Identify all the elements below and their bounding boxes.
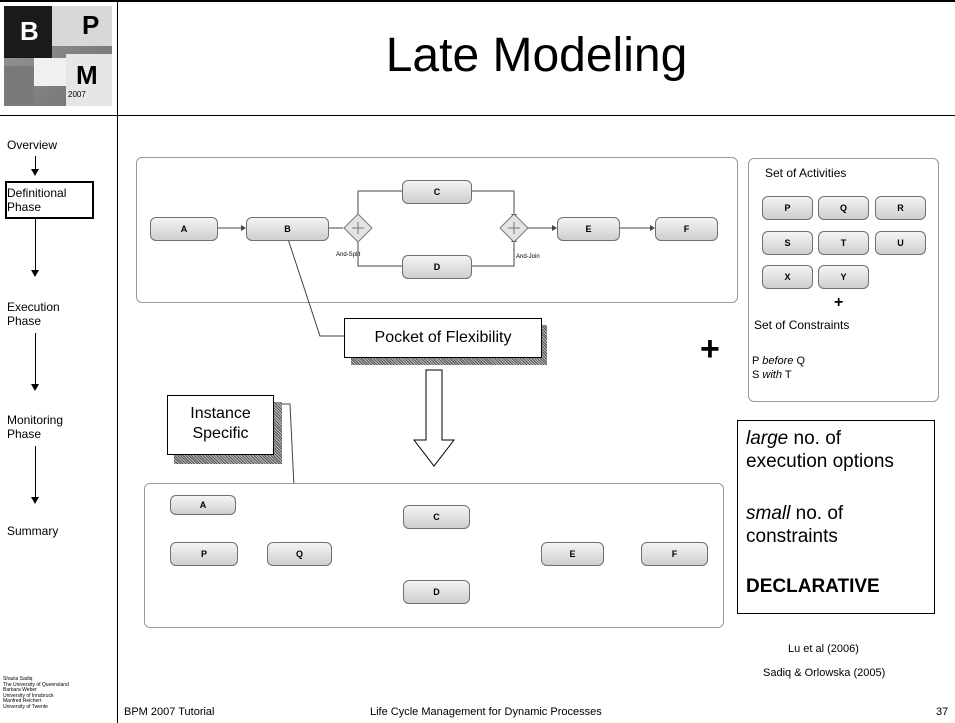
info-small: small	[746, 503, 791, 524]
info-line-1: large no. of	[746, 428, 841, 450]
logo-letter-b: B	[20, 16, 39, 46]
instance-line2: Specific	[192, 425, 249, 442]
info-line-3: small no. of	[746, 503, 843, 525]
nav-current-highlight	[5, 181, 94, 219]
constraint-2-op: with	[762, 369, 782, 381]
bpm-logo: B P M 2007	[4, 6, 112, 106]
constraint-1-a: P	[752, 355, 760, 367]
credit-line: The University of Queensland	[3, 681, 69, 688]
constraint-1-b: Q	[796, 355, 806, 367]
credit-line: Barbara Weber	[3, 687, 37, 694]
pocket-of-flexibility-label: Pocket of Flexibility	[344, 318, 542, 358]
activity-p: P	[170, 542, 238, 566]
constraints-title: Set of Constraints	[754, 318, 850, 332]
activity-r: R	[875, 196, 926, 220]
arrow-down-icon	[31, 270, 39, 277]
arrow-down-icon	[31, 384, 39, 391]
constraint-1-op: before	[762, 355, 794, 367]
and-split-label: And-Split	[336, 252, 361, 258]
nav-definitional-phase: Definitional Phase	[7, 186, 66, 214]
activity-f: F	[641, 542, 708, 566]
footer-center: Life Cycle Management for Dynamic Proces…	[370, 706, 602, 718]
sidebar-divider	[117, 0, 118, 723]
nav-execution-phase: Execution Phase	[7, 300, 60, 328]
reference-1: Lu et al (2006)	[788, 643, 859, 655]
activity-a: A	[150, 217, 218, 241]
constraint-2-a: S	[752, 369, 760, 381]
activity-s: S	[762, 231, 813, 255]
nav-summary: Summary	[7, 524, 59, 538]
info-line-4: constraints	[746, 526, 838, 547]
credit-line: University of Innsbruck	[3, 692, 54, 699]
nav-monitoring-line1: Monitoring	[7, 413, 64, 427]
activity-y: Y	[818, 265, 869, 289]
declarative-info-box: large no. of execution options small no.…	[737, 420, 935, 614]
reference-2: Sadiq & Orlowska (2005)	[763, 667, 886, 679]
arrow-down-icon	[412, 369, 456, 467]
activity-c: C	[403, 505, 470, 529]
activity-f: F	[655, 217, 718, 241]
activity-e: E	[541, 542, 604, 566]
nav-monitoring-phase: Monitoring Phase	[7, 413, 63, 441]
slide-title: Late Modeling	[385, 29, 688, 82]
info-line-2: execution options	[746, 451, 894, 472]
credit-line: Manfred Reichert	[3, 698, 42, 705]
info-large: large	[746, 428, 789, 449]
activity-b: B	[246, 217, 329, 241]
activity-q: Q	[267, 542, 332, 566]
nav-definitional-line1: Definitional	[7, 186, 67, 200]
and-join-label: And-Join	[516, 254, 540, 260]
activity-t: T	[818, 231, 869, 255]
activity-set-title: Set of Activities	[765, 166, 847, 180]
logo-letter-p: P	[82, 10, 100, 40]
arrow-down-icon	[31, 169, 39, 176]
info-l1-rest: no. of	[788, 428, 842, 449]
nav-execution-line2: Phase	[7, 314, 42, 328]
author-credits: Shazia Sadiq The University of Queenslan…	[3, 676, 69, 711]
constraint-2-b: T	[784, 369, 792, 381]
activity-e: E	[557, 217, 620, 241]
slide-number: 37	[936, 706, 949, 718]
arrow-down-icon	[31, 497, 39, 504]
credit-line: University of Twente	[3, 703, 48, 710]
nav-monitoring-line2: Phase	[7, 427, 42, 441]
activity-u: U	[875, 231, 926, 255]
nav-overview: Overview	[7, 138, 58, 152]
info-declarative: DECLARATIVE	[746, 576, 880, 597]
credit-line: Shazia Sadiq	[3, 676, 33, 682]
instance-line1: Instance	[190, 405, 251, 422]
activity-d: D	[403, 580, 470, 604]
constraint-1: P before Q	[752, 355, 805, 367]
plus-sign: +	[834, 294, 844, 311]
activity-q: Q	[818, 196, 869, 220]
activity-p: P	[762, 196, 813, 220]
logo-letter-m: M	[76, 60, 98, 90]
big-plus-sign: +	[700, 330, 720, 368]
activity-d: D	[402, 255, 472, 279]
activity-c: C	[402, 180, 472, 204]
instance-specific-label: Instance Specific	[167, 395, 274, 455]
activity-a: A	[170, 495, 236, 515]
activity-x: X	[762, 265, 813, 289]
header-divider	[0, 115, 955, 116]
footer-left: BPM 2007 Tutorial	[124, 706, 215, 718]
logo-year: 2007	[68, 90, 86, 99]
nav-execution-line1: Execution	[7, 300, 60, 314]
top-border	[0, 0, 955, 2]
nav-definitional-line2: Phase	[7, 200, 42, 214]
info-l3-rest: no. of	[790, 503, 844, 524]
constraint-2: S with T	[752, 369, 792, 381]
